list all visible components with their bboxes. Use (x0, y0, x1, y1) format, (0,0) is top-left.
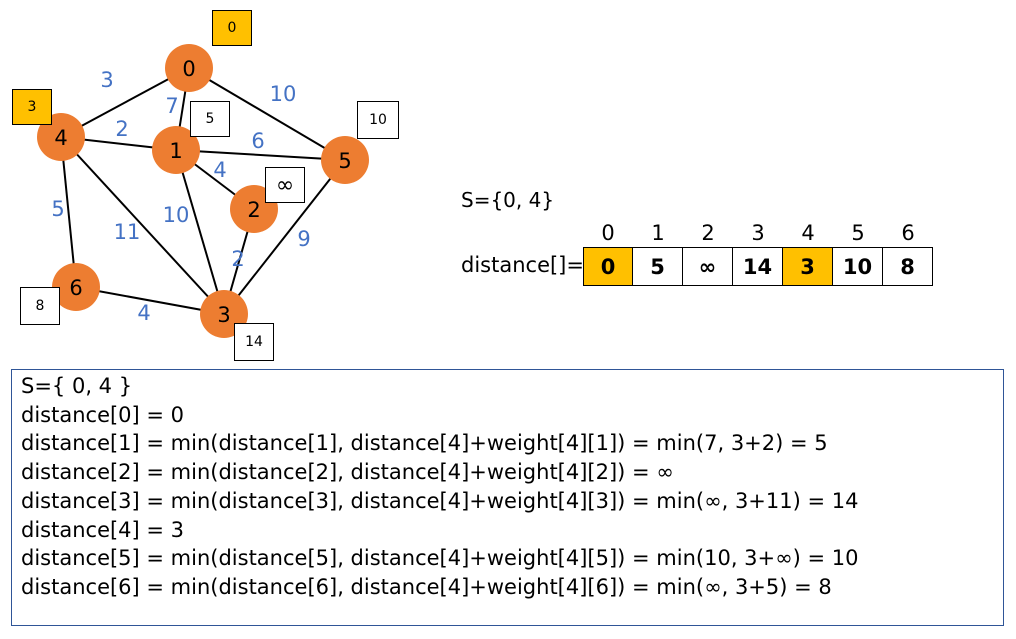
edge-weight-label: 4 (213, 158, 226, 182)
node-5 (321, 136, 369, 184)
explanation-line: distance[3] = min(distance[3], distance[… (21, 488, 859, 513)
distance-cell: 8 (883, 247, 933, 286)
edge-1-5 (175, 149, 346, 161)
node-distance-label: 0 (212, 10, 252, 46)
array-index: 3 (751, 221, 765, 245)
edge-0-5 (188, 67, 346, 161)
edge-weight-label: 6 (251, 129, 264, 153)
node-label: 6 (69, 276, 82, 300)
node-label: 5 (338, 149, 351, 173)
edge-weight-label: 2 (231, 247, 244, 271)
explanation-line: S={ 0, 4 } (21, 374, 133, 398)
distance-cell: ∞ (683, 247, 733, 286)
edge-weight-label: 10 (163, 203, 190, 227)
node-distance-label: 10 (357, 101, 399, 139)
explanation-line: distance[2] = min(distance[2], distance[… (21, 460, 674, 485)
explanation-line: distance[5] = min(distance[5], distance[… (21, 546, 859, 571)
node-distance-label: 14 (234, 323, 274, 361)
node-label: 4 (54, 126, 67, 150)
node-1 (152, 126, 200, 174)
explanation-line: distance[0] = 0 (21, 402, 185, 427)
distance-cell: 0 (583, 247, 633, 286)
array-index: 0 (601, 221, 615, 245)
distance-cell: 10 (833, 247, 883, 286)
distance-cell: 14 (733, 247, 783, 286)
node-label: 1 (169, 139, 182, 163)
edge-5-3 (223, 159, 346, 315)
edge-weight-label: 3 (100, 68, 113, 92)
edge-6-3 (75, 286, 225, 315)
edge-weight-label: 10 (270, 82, 297, 106)
node-6 (52, 263, 100, 311)
array-index: 5 (851, 221, 865, 245)
distance-cell: 3 (783, 247, 833, 286)
edge-weight-label: 7 (165, 94, 178, 118)
array-index: 2 (701, 221, 715, 245)
node-distance-label: ∞ (265, 167, 305, 203)
edge-1-3 (175, 149, 225, 315)
visited-set-text: S={0, 4} (461, 188, 555, 212)
distance-cell: 5 (633, 247, 683, 286)
array-index: 6 (901, 221, 915, 245)
explanation-line: distance[6] = min(distance[6], distance[… (21, 574, 832, 599)
explanation-box: S={ 0, 4 } distance[0] = 0 distance[1] =… (11, 369, 1004, 626)
node-label: 3 (217, 303, 230, 327)
edge-weight-label: 2 (115, 117, 128, 141)
node-0 (165, 44, 213, 92)
array-index: 4 (801, 221, 815, 245)
edge-weight-label: 5 (51, 197, 64, 221)
node-distance-label: 5 (190, 101, 230, 137)
explanation-line: distance[4] = 3 (21, 517, 185, 542)
node-label: 2 (247, 198, 260, 222)
weights-layer: 3 7 10 2 6 4 5 11 10 2 9 4 (51, 68, 310, 325)
edge-weight-label: 4 (137, 301, 150, 325)
node-label: 0 (182, 57, 195, 81)
node-4 (37, 113, 85, 161)
edge-0-4 (60, 67, 190, 138)
edge-weight-label: 11 (114, 220, 141, 244)
node-distance-label: 8 (20, 287, 60, 325)
explanation-line: distance[1] = min(distance[1], distance[… (21, 431, 828, 456)
edge-4-3 (60, 136, 225, 315)
node-distance-label: 3 (12, 89, 52, 125)
edge-weight-label: 9 (297, 227, 310, 251)
edge-4-6 (60, 136, 77, 288)
array-index: 1 (651, 221, 665, 245)
distance-array-label: distance[]= (461, 253, 584, 277)
